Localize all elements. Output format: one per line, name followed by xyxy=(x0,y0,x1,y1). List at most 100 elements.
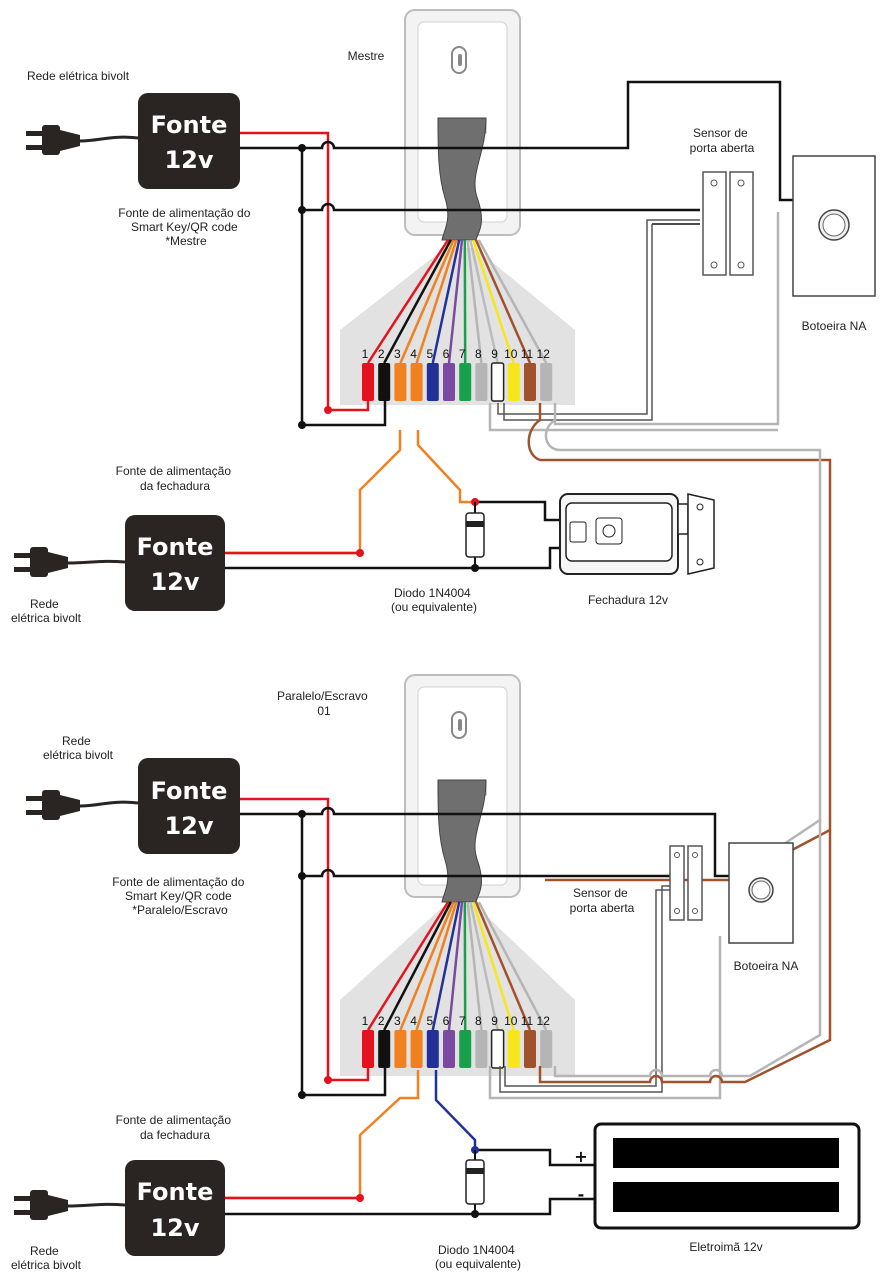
fan-wire-12 xyxy=(477,901,548,1031)
terminal-10 xyxy=(507,1030,520,1068)
slave-exit-button xyxy=(728,842,794,944)
terminal-1 xyxy=(362,1030,374,1068)
master-lock-mains-label: Rede elétrica bivolt xyxy=(11,597,82,625)
slave-lock-plug-icon xyxy=(14,1190,126,1220)
terminal-label-6: 6 xyxy=(443,347,450,361)
master-door-sensor xyxy=(702,171,754,276)
terminal-label-2: 2 xyxy=(378,347,385,361)
slave-diode xyxy=(465,1150,485,1214)
terminal-6 xyxy=(443,1030,455,1068)
terminal-label-5: 5 xyxy=(426,347,433,361)
slave-fan-wires xyxy=(366,901,548,1031)
slave-plus-sign: + xyxy=(574,1147,587,1166)
terminal-11 xyxy=(524,1030,536,1068)
fan-wire-8 xyxy=(466,901,483,1031)
slave-mains-label: Rede elétrica bivolt xyxy=(43,734,114,762)
slave-button-label: Botoeira NA xyxy=(734,959,799,973)
terminal-label-9: 9 xyxy=(491,347,498,361)
terminal-label-4: 4 xyxy=(410,347,417,361)
slave-lock-mains-label: Rede elétrica bivolt xyxy=(11,1244,82,1272)
terminal-label-9: 9 xyxy=(491,1014,498,1028)
terminal-4 xyxy=(410,1030,423,1068)
terminal-9 xyxy=(490,1029,505,1069)
terminal-label-5: 5 xyxy=(426,1014,433,1028)
master-lock-psu-title: Fonte de alimentação da fechadura xyxy=(116,464,235,493)
fan-wire-3 xyxy=(399,901,455,1031)
fan-wire-12 xyxy=(477,239,548,364)
master-diode-label: Diodo 1N4004 (ou equivalente) xyxy=(391,586,477,614)
svg-text:Fonte: Fonte xyxy=(151,777,228,805)
slave-title: Paralelo/Escravo 01 xyxy=(277,689,371,718)
terminal-label-1: 1 xyxy=(362,1014,369,1028)
master-title: Mestre xyxy=(348,49,385,63)
terminal-7 xyxy=(459,363,472,401)
fan-wire-9 xyxy=(469,901,499,1031)
terminal-4 xyxy=(410,363,423,401)
terminal-label-1: 1 xyxy=(362,347,369,361)
terminal-label-3: 3 xyxy=(394,1014,401,1028)
fan-wire-10 xyxy=(472,239,515,364)
terminal-3 xyxy=(394,1030,407,1068)
terminal-10 xyxy=(507,363,520,401)
slave-psu-caption: Fonte de alimentação do Smart Key/QR cod… xyxy=(112,875,247,917)
terminal-9 xyxy=(490,362,505,402)
slave-diode-label: Diodo 1N4004 (ou equivalente) xyxy=(435,1243,521,1271)
terminal-2 xyxy=(378,1030,391,1068)
fan-wire-4 xyxy=(415,901,458,1031)
slave-wire-fan xyxy=(340,905,575,1076)
terminal-label-11: 11 xyxy=(521,347,534,361)
slave-plug-icon xyxy=(26,790,139,820)
terminal-label-12: 12 xyxy=(537,1014,551,1028)
fan-wire-1 xyxy=(366,901,450,1031)
slave-psu: Fonte 12v xyxy=(138,758,240,854)
terminal-label-10: 10 xyxy=(504,1014,518,1028)
fan-wire-6 xyxy=(447,239,464,364)
fan-wire-2 xyxy=(383,901,452,1031)
fan-wire-4 xyxy=(415,239,458,364)
terminal-label-7: 7 xyxy=(459,1014,466,1028)
fan-wire-2 xyxy=(383,239,452,364)
master-button-label: Botoeira NA xyxy=(802,319,867,333)
terminal-8 xyxy=(475,363,488,401)
svg-text:Fonte: Fonte xyxy=(151,111,228,139)
terminal-1 xyxy=(362,363,374,401)
terminal-5 xyxy=(426,363,439,401)
slave-electromagnet-icon xyxy=(593,1122,861,1230)
fan-wire-9 xyxy=(469,239,499,364)
terminal-label-3: 3 xyxy=(394,347,401,361)
svg-text:12v: 12v xyxy=(164,146,213,174)
master-psu: Fonte 12v xyxy=(138,93,240,189)
terminal-12 xyxy=(540,1030,553,1068)
slave-door-sensor xyxy=(669,845,703,921)
terminal-2 xyxy=(378,363,391,401)
fan-wire-5 xyxy=(431,901,461,1031)
terminal-label-12: 12 xyxy=(537,347,551,361)
svg-text:12v: 12v xyxy=(164,812,213,840)
terminal-5 xyxy=(426,1030,439,1068)
slave-minus-sign: - xyxy=(578,1185,585,1204)
slave-led-icon xyxy=(451,711,467,739)
fan-wire-3 xyxy=(399,239,455,364)
fan-wire-6 xyxy=(447,901,464,1031)
svg-text:12v: 12v xyxy=(150,1214,199,1242)
terminal-label-4: 4 xyxy=(410,1014,417,1028)
slave-magnet-label: Eletroimã 12v xyxy=(689,1240,762,1254)
fan-wire-8 xyxy=(466,239,483,364)
terminal-3 xyxy=(394,363,407,401)
terminal-label-2: 2 xyxy=(378,1014,385,1028)
fan-wire-10 xyxy=(472,901,515,1031)
fan-wire-11 xyxy=(474,239,532,364)
fan-wire-11 xyxy=(474,901,532,1031)
master-lock-plug-icon xyxy=(14,547,126,577)
svg-text:Fonte: Fonte xyxy=(137,533,214,561)
master-psu-caption: Fonte de alimentação do Smart Key/QR cod… xyxy=(118,206,253,248)
fan-wire-1 xyxy=(366,239,450,364)
master-plug-icon xyxy=(26,125,139,155)
terminal-11 xyxy=(524,363,536,401)
terminal-label-7: 7 xyxy=(459,347,466,361)
master-exit-button xyxy=(792,155,876,297)
terminal-8 xyxy=(475,1030,488,1068)
